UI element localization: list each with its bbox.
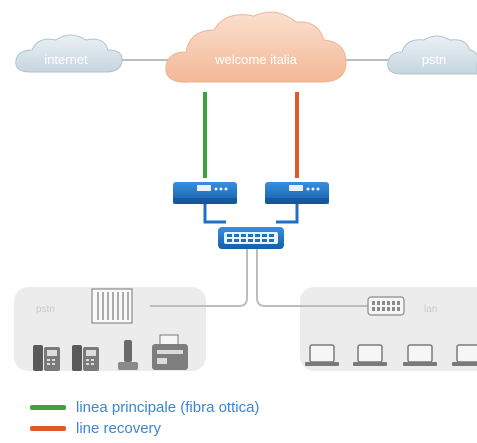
- fax-icon: [152, 334, 188, 370]
- cloud-label-pstn: pstn: [422, 52, 447, 67]
- cordless-phone-icon: [118, 340, 138, 370]
- switch-lan-link: [256, 249, 368, 307]
- cloud-label-welcome: welcome italia: [214, 52, 297, 67]
- zone-label-lan: lan: [424, 304, 437, 315]
- router-right: [265, 182, 329, 204]
- legend-label-primary: linea principale (fibra ottica): [76, 399, 260, 416]
- laptop-icon: [353, 344, 387, 366]
- router-left: [173, 182, 237, 204]
- pstn-cloud: pstn: [387, 35, 477, 75]
- laptop-icon: [452, 344, 477, 366]
- router-switch-link-right: [276, 202, 299, 224]
- pbx-icon: [91, 288, 133, 324]
- lan-zone: [300, 287, 477, 371]
- laptop-icon: [403, 344, 437, 366]
- legend-primary: linea principale (fibra ottica): [30, 399, 259, 416]
- router-switch-link-left: [203, 202, 226, 224]
- welcome-italia-cloud: welcome italia: [165, 11, 347, 83]
- zone-label-pstn: pstn: [36, 304, 55, 315]
- legend-swatch-orange: [30, 426, 66, 431]
- core-switch: [218, 227, 284, 249]
- switch-pstn-link: [150, 249, 248, 307]
- legend-label-recovery: line recovery: [76, 420, 162, 437]
- laptop-icon: [305, 344, 339, 366]
- cloud-label-internet: internet: [44, 52, 88, 67]
- desk-phone-icon: [72, 345, 99, 371]
- legend-swatch-green: [30, 405, 66, 410]
- desk-phone-icon: [33, 345, 60, 371]
- lan-switch-icon: [367, 296, 405, 316]
- legend-recovery: line recovery: [30, 420, 161, 437]
- internet-cloud: internet: [15, 34, 123, 73]
